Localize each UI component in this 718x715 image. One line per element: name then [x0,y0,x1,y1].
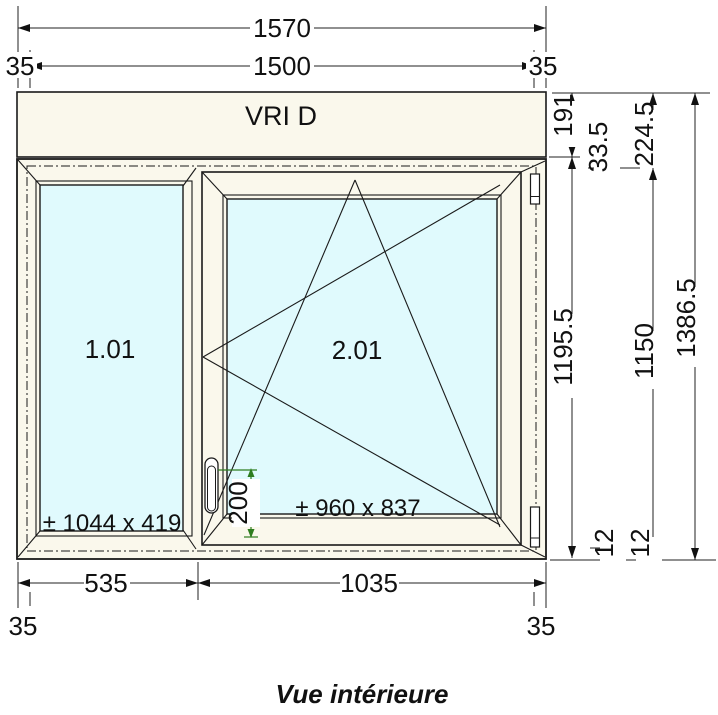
arrow-down-icon [247,529,255,538]
dim-text-mask [600,537,626,567]
bevel-line [17,159,41,186]
dim-overall-width: 1570 [253,13,311,43]
fixed-pane-glass [39,184,184,532]
bevel-line [520,160,546,173]
frame-centerline-dashdot [26,165,537,552]
window-handle-grip [207,465,216,512]
dim-text-mask [84,570,130,596]
bevel-line [201,171,228,200]
dim-opening-height: 1195.5 [548,308,578,386]
dim-gap: 33.5 [583,122,613,173]
dim-text-mask [636,537,662,567]
dim-text-mask [559,314,585,398]
tilt-symbol-line [203,179,356,536]
dim-box-total: 224.5 [629,101,659,166]
bevel-line [496,513,522,546]
sash-number: 2.01 [332,335,383,365]
dim-bottom-left-offset: 35 [9,611,38,641]
dim-text-mask [250,15,314,41]
dim-inner-width: 1500 [253,51,311,81]
dim-top-left-offset: 35 [6,51,35,81]
hinge-bottom [529,506,541,548]
fixed-pane-glass-size: ± 1044 x 419 [43,510,182,537]
bevel-line [201,513,228,546]
bevel-line [17,530,41,558]
dim-text-mask [4,52,37,78]
shutter-box-label: VRI D [245,101,317,131]
dim-sash-width: 1035 [340,568,398,598]
sash-bead [222,194,502,519]
dim-text-mask [640,110,666,176]
turn-symbol-line [202,356,501,526]
drawing-title: Vue intérieure [276,679,449,709]
sash-glass [226,198,498,515]
dim-top-right-offset: 35 [529,51,558,81]
dim-sill-b: 12 [625,529,655,558]
dim-text-mask [559,101,585,147]
turn-symbol-line [202,184,501,358]
dim-sill-a: 12 [589,529,619,558]
dim-handle-height: 200 [223,481,253,524]
dim-text-mask [526,52,560,78]
arrow-up-icon [247,468,255,477]
dim-text-mask [250,53,314,79]
tilt-symbol-line [354,179,501,528]
bevel-line [520,544,546,558]
dim-text-mask [232,479,260,527]
dim-box-height: 191 [548,93,578,136]
dim-text-mask [640,331,666,389]
dim-text-mask [340,570,399,596]
fixed-pane-bead [35,180,193,537]
sash-glass-size: ± 960 x 837 [295,495,420,522]
bevel-line [182,167,197,187]
dim-text-mask [594,131,620,183]
dim-text-mask [682,287,708,367]
bevel-line [182,529,197,550]
dim-glass-height: 1150 [629,323,659,379]
hinge-top [529,173,541,205]
bevel-line [496,171,522,200]
dim-bottom-right-offset: 35 [527,611,556,641]
fixed-pane-number: 1.01 [85,334,136,364]
shutter-box [16,91,547,158]
dim-fixed-width: 535 [84,568,127,598]
dim-total-height: 1386.5 [671,278,701,358]
